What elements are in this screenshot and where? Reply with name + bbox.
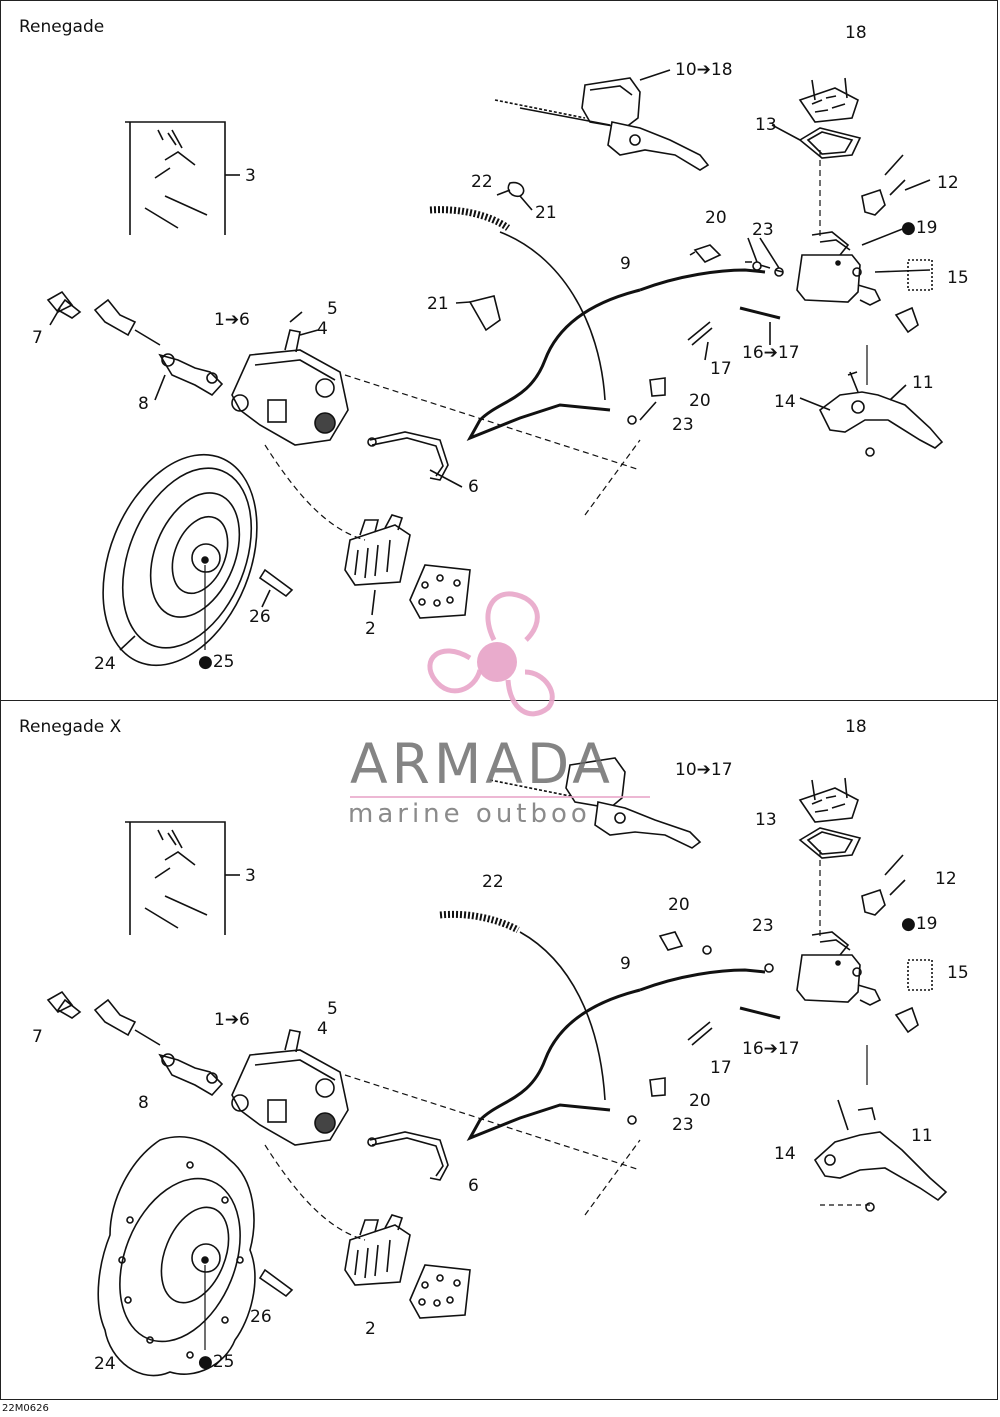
panel-title: Renegade: [19, 17, 105, 37]
callout-label: 8: [138, 1093, 149, 1113]
callout-label: ●19: [901, 914, 938, 934]
callout-label: 20: [689, 391, 711, 411]
oil-drop-icon: ●: [198, 652, 213, 672]
callout-label: 23: [672, 1115, 694, 1135]
callout-label: 15: [947, 963, 969, 983]
callout-label: 22: [482, 872, 504, 892]
callout-label: 20: [668, 895, 690, 915]
callout-label: 5: [327, 999, 338, 1019]
callout-label: 14: [774, 392, 796, 412]
callout-label: 24: [94, 1354, 116, 1374]
oil-drop-icon: ●: [901, 914, 916, 934]
callout-label: 2: [365, 1319, 376, 1339]
callout-label: 5: [327, 299, 338, 319]
callout-label: 23: [752, 916, 774, 936]
callout-label: 3: [245, 166, 256, 186]
callout-label: 9: [620, 254, 631, 274]
callout-label: ●25: [198, 652, 235, 672]
callout-label: 21: [535, 203, 557, 223]
callout-label: 20: [705, 208, 727, 228]
callout-label: 16➔17: [742, 1039, 800, 1059]
callout-label: 20: [689, 1091, 711, 1111]
callout-label: ●25: [198, 1352, 235, 1372]
callout-label: 7: [32, 1027, 43, 1047]
callout-label: 14: [774, 1144, 796, 1164]
callout-label: 1➔6: [214, 1010, 250, 1030]
top-art: [47, 69, 943, 690]
callout-label: 24: [94, 654, 116, 674]
callout-label: 17: [710, 359, 732, 379]
callout-label: 18: [845, 717, 867, 737]
callout-label: 22: [471, 172, 493, 192]
callout-label: 10➔17: [675, 760, 733, 780]
oil-drop-icon: ●: [198, 1352, 213, 1372]
callout-label: 1➔6: [214, 310, 250, 330]
callout-label: 18: [845, 23, 867, 43]
callout-label: 12: [935, 869, 957, 889]
callout-label: 7: [32, 328, 43, 348]
callout-label: 23: [672, 415, 694, 435]
oil-drop-icon: ●: [901, 218, 916, 238]
callout-label: 6: [468, 1176, 479, 1196]
callout-label: 26: [250, 1307, 272, 1327]
callout-label: 26: [249, 607, 271, 627]
document-code: 22M0626: [2, 1403, 49, 1414]
callout-label: ●19: [901, 218, 938, 238]
panel-title: Renegade X: [19, 717, 122, 737]
callout-label: 6: [468, 477, 479, 497]
callout-label: 17: [710, 1058, 732, 1078]
callout-label: 13: [755, 810, 777, 830]
callout-label: 11: [912, 373, 934, 393]
callout-label: 23: [752, 220, 774, 240]
callout-label: 12: [937, 173, 959, 193]
callout-label: 13: [755, 115, 777, 135]
callout-label: 10➔18: [675, 60, 733, 80]
callout-label: 2: [365, 619, 376, 639]
callout-label: 3: [245, 866, 256, 886]
callout-label: 9: [620, 954, 631, 974]
callout-label: 15: [947, 268, 969, 288]
callout-label: 4: [317, 319, 328, 339]
callout-label: 4: [317, 1019, 328, 1039]
callout-label: 21: [427, 294, 449, 314]
bottom-art: [47, 757, 948, 1377]
callout-label: 16➔17: [742, 343, 800, 363]
callout-label: 8: [138, 394, 149, 414]
diagram-panel-renegade-x: Renegade X: [0, 700, 998, 1400]
callout-label: 11: [911, 1126, 933, 1146]
